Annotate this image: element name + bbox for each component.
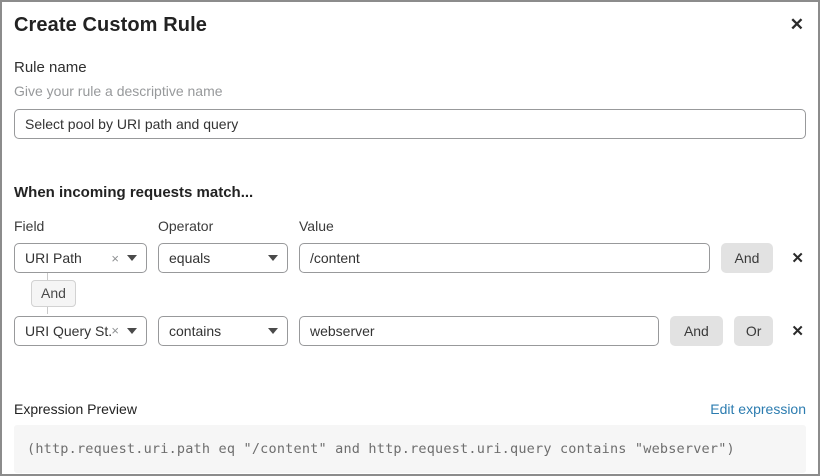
remove-row-icon[interactable]: ✕ xyxy=(791,322,804,340)
field-select-row2[interactable]: URI Query St... × xyxy=(14,315,147,346)
value-input-row2[interactable] xyxy=(299,315,659,346)
field-select-row1[interactable]: URI Path × xyxy=(14,243,147,273)
expression-preview-header: Expression Preview Edit expression xyxy=(14,401,806,417)
condition-column-labels: Field Operator Value xyxy=(14,218,806,234)
operator-select-value: equals xyxy=(169,250,211,266)
expression-preview-label: Expression Preview xyxy=(14,400,137,417)
close-icon[interactable]: ✕ xyxy=(789,15,804,34)
field-select-value: URI Path xyxy=(25,250,82,266)
dialog-header: Create Custom Rule ✕ xyxy=(14,12,806,37)
expression-code: (http.request.uri.path eq "/content" and… xyxy=(14,424,806,473)
condition-row-1: URI Path × equals And ✕ xyxy=(14,243,806,273)
connector-line-top xyxy=(47,273,48,280)
operator-column-label: Operator xyxy=(158,218,214,234)
or-button-row2[interactable]: Or xyxy=(733,315,774,346)
value-input-row1[interactable] xyxy=(299,243,710,273)
rule-name-helper-text: Give your rule a descriptive name xyxy=(14,83,223,99)
field-select-value: URI Query St... xyxy=(25,322,112,339)
value-column-label: Value xyxy=(299,218,334,234)
field-column-label: Field xyxy=(14,218,45,234)
operator-select-value: contains xyxy=(169,322,222,339)
clear-selection-icon[interactable]: × xyxy=(111,323,119,339)
connector-line-bottom xyxy=(47,306,48,314)
and-button-row2[interactable]: And xyxy=(669,315,723,346)
and-button-row1[interactable]: And xyxy=(720,243,774,273)
chevron-down-icon xyxy=(127,255,137,261)
operator-select-row1[interactable]: equals xyxy=(158,243,288,273)
clear-selection-icon[interactable]: × xyxy=(111,250,119,266)
condition-row-2: URI Query St... × contains And Or ✕ xyxy=(14,315,806,346)
logic-connector: And xyxy=(31,273,806,314)
rule-name-label: Rule name xyxy=(14,59,87,76)
operator-select-row2[interactable]: contains xyxy=(158,315,288,346)
edit-expression-link[interactable]: Edit expression xyxy=(710,400,806,417)
rule-name-input[interactable] xyxy=(14,109,806,139)
chevron-down-icon xyxy=(268,255,278,261)
connector-and-badge: And xyxy=(31,280,76,307)
remove-row-icon[interactable]: ✕ xyxy=(791,250,804,267)
chevron-down-icon xyxy=(268,327,278,334)
match-section-heading: When incoming requests match... xyxy=(14,184,254,201)
chevron-down-icon xyxy=(127,327,137,334)
dialog-title: Create Custom Rule xyxy=(14,14,207,36)
